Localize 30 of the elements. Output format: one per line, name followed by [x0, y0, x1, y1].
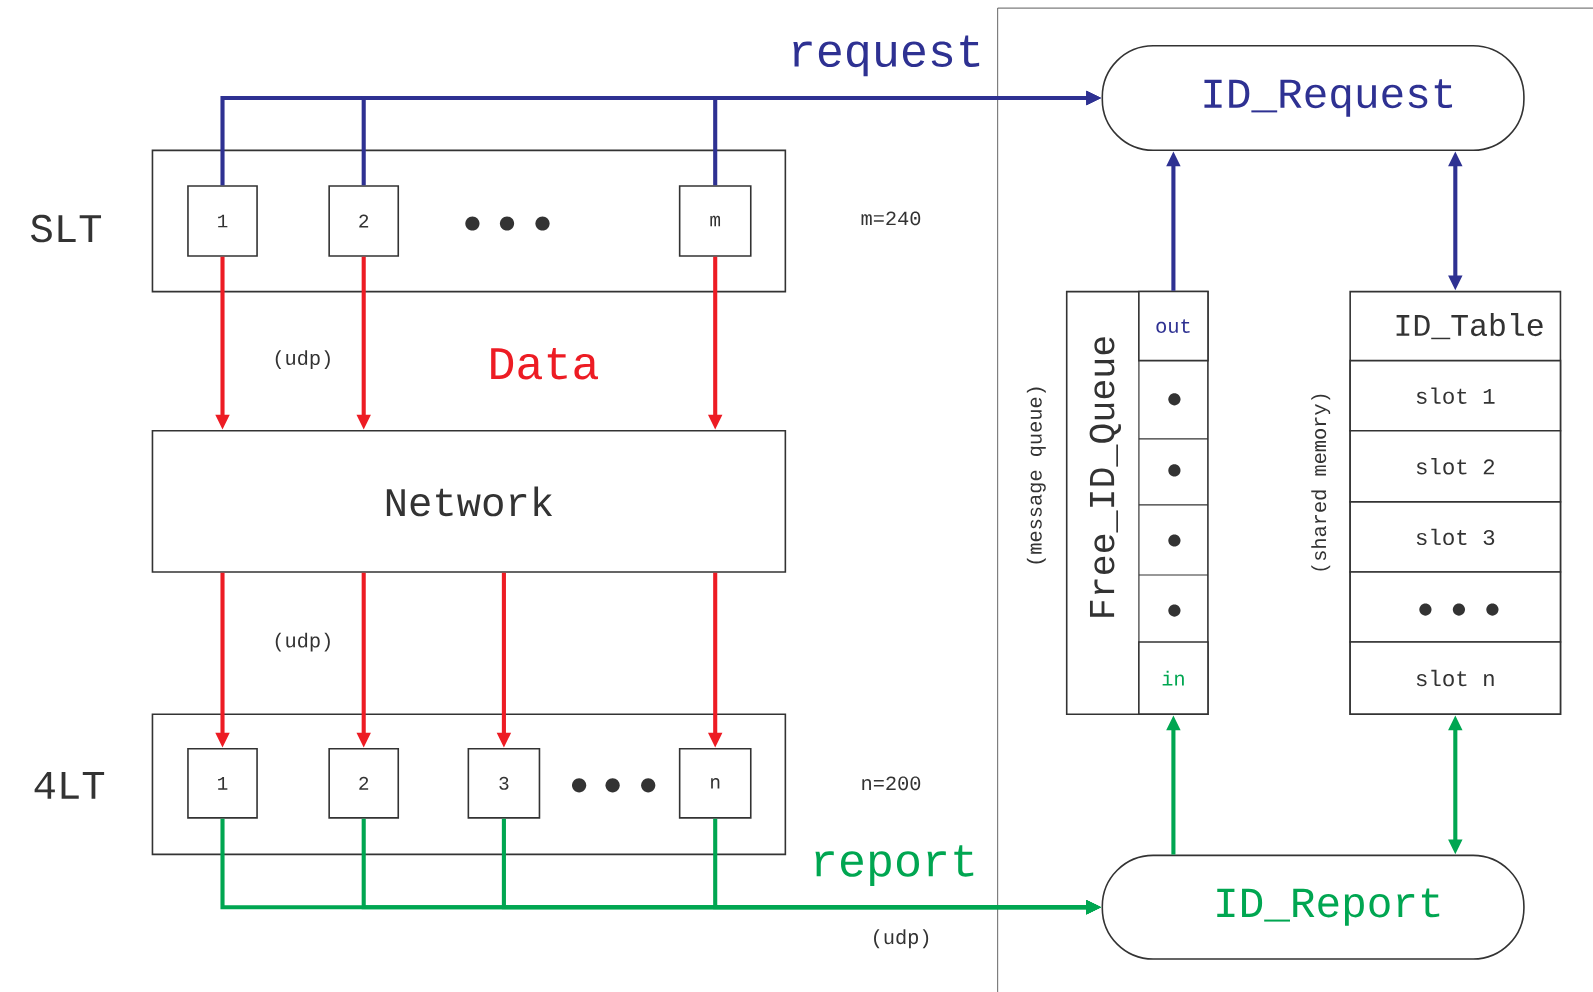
count-label: n=200 — [862, 776, 921, 791]
id-box: m — [678, 185, 752, 257]
table-heading: ID_Table — [1396, 313, 1543, 340]
edge-label: request — [793, 35, 980, 77]
process-box: ID_Report — [1101, 854, 1525, 960]
edge-label: (udp) — [275, 350, 330, 370]
group-label: SLT — [31, 214, 101, 243]
id-box: Network — [151, 430, 787, 573]
cell: out — [1138, 290, 1209, 362]
flow-label: Data — [491, 347, 598, 380]
cell: slot 1 — [1349, 359, 1562, 432]
note: (shared memory) — [1311, 394, 1331, 571]
cell: slot 3 — [1349, 501, 1562, 573]
edge-label: report — [815, 845, 974, 886]
id-box: 2 — [328, 747, 400, 819]
process-box: ID_Request — [1101, 44, 1525, 152]
id-box: 1 — [187, 185, 258, 257]
cell: slot 2 — [1349, 429, 1562, 503]
group-label: 4LT — [34, 771, 105, 799]
id-box: 2 — [328, 185, 400, 257]
queue-label: Free_ID_Queue — [1089, 337, 1121, 617]
cell: in — [1138, 641, 1209, 715]
note: (message queue) — [1026, 387, 1046, 564]
id-box: 1 — [187, 747, 258, 819]
cell: slot n — [1349, 641, 1562, 715]
edge-label: (udp) — [874, 929, 929, 949]
id-box: 3 — [467, 747, 541, 819]
edge-label: (udp) — [275, 632, 330, 652]
id-box: n — [678, 747, 752, 819]
count-label: m=240 — [861, 211, 921, 226]
